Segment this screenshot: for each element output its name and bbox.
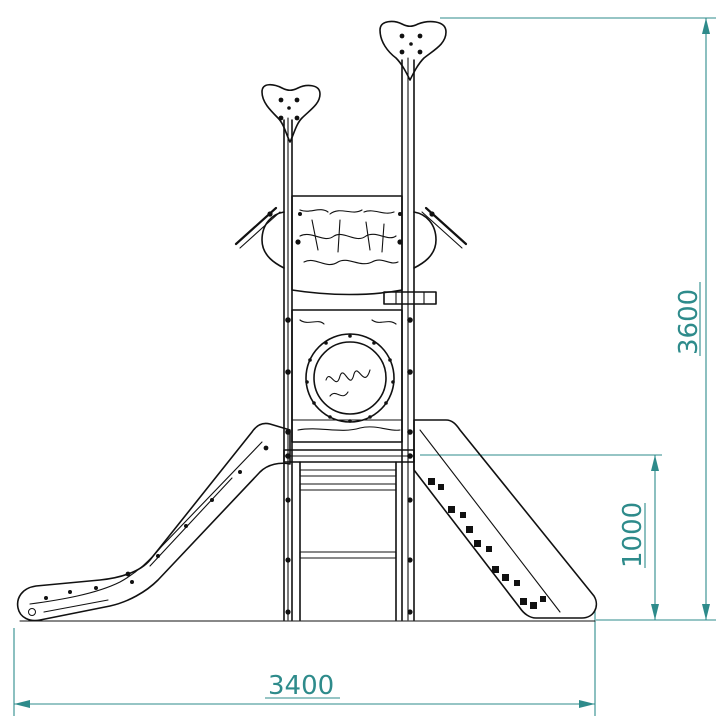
ladder-frame xyxy=(299,461,397,621)
porthole-window xyxy=(305,333,395,423)
platform-height-dimension-label: 1000 xyxy=(618,502,648,568)
dimension-labels: 3400 3600 1000 xyxy=(268,289,704,701)
left-handle-bar xyxy=(234,206,281,249)
dimension-lines xyxy=(13,17,716,716)
left-post xyxy=(283,117,293,621)
left-flag-ornament xyxy=(261,83,321,143)
roof-bolts xyxy=(295,212,403,245)
roof-side-wings xyxy=(261,211,437,269)
wall-bolts xyxy=(285,317,413,435)
porthole-rivets xyxy=(305,334,395,423)
width-dimension-label: 3400 xyxy=(268,671,334,701)
right-post xyxy=(401,57,415,621)
roof-panel xyxy=(291,195,403,296)
right-handle-bar xyxy=(421,206,468,249)
slide-bolts xyxy=(44,445,269,600)
height-dimension-label: 3600 xyxy=(674,289,704,355)
wall-panel xyxy=(291,309,403,443)
telescope-tube xyxy=(383,291,437,305)
post-bolts xyxy=(285,497,413,615)
ramp-climbing-holds xyxy=(428,478,546,609)
slide xyxy=(16,422,291,622)
platform-deck xyxy=(283,449,415,463)
right-flag-ornament xyxy=(379,20,447,81)
climbing-ramp xyxy=(413,419,598,619)
